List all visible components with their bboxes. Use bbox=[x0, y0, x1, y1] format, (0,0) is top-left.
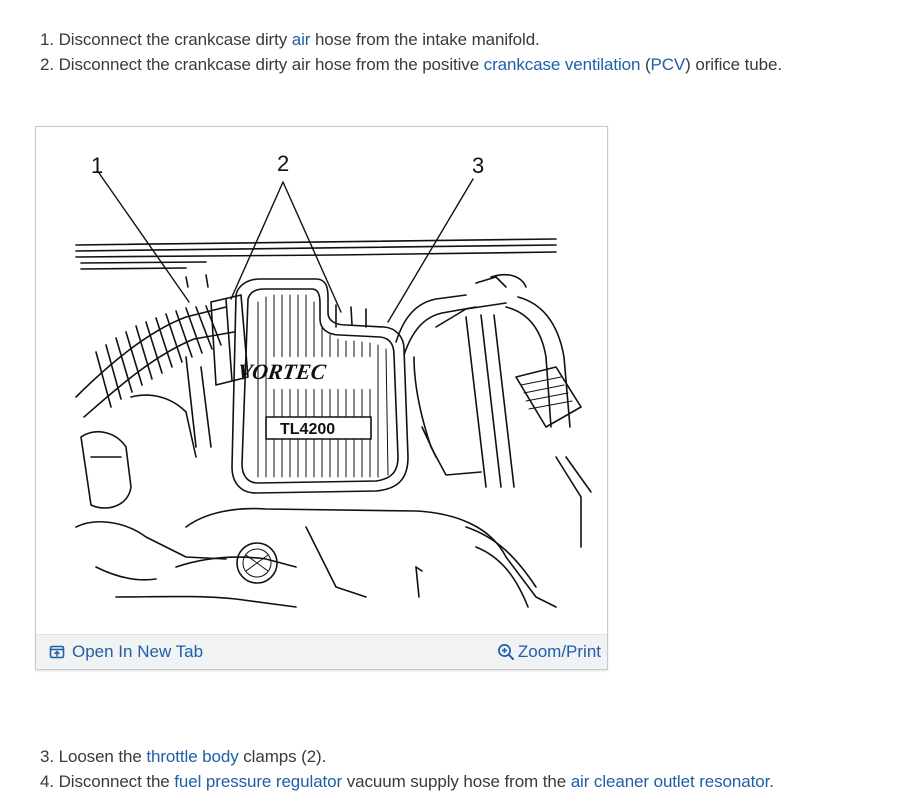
zoom-in-icon bbox=[497, 644, 514, 660]
step-2: 2. Disconnect the crankcase dirty air ho… bbox=[40, 54, 782, 76]
step-text: Disconnect the crankcase dirty bbox=[58, 30, 292, 49]
zoom-print-label: Zoom/Print bbox=[517, 642, 601, 661]
step-text: hose from the intake manifold. bbox=[310, 30, 540, 49]
open-in-new-tab-link[interactable]: Open In New Tab bbox=[49, 641, 203, 663]
step-text: Loosen the bbox=[58, 747, 147, 766]
step-4: 4. Disconnect the fuel pressure regulato… bbox=[40, 771, 774, 793]
callout-2: 2 bbox=[277, 151, 289, 176]
open-in-new-tab-icon bbox=[49, 645, 65, 659]
step-text: ) orifice tube. bbox=[685, 55, 782, 74]
figure-toolbar: Open In New Tab Zoom/Print bbox=[36, 634, 607, 669]
step-number: 2. bbox=[40, 55, 54, 74]
step-text: . bbox=[769, 772, 774, 791]
step-number: 1. bbox=[40, 30, 54, 49]
step-1: 1. Disconnect the crankcase dirty air ho… bbox=[40, 29, 540, 51]
step-number: 4. bbox=[40, 772, 54, 791]
step-text: Disconnect the crankcase dirty air hose … bbox=[58, 55, 484, 74]
glossary-link[interactable]: throttle body bbox=[146, 747, 239, 766]
callout-3: 3 bbox=[472, 153, 484, 178]
open-in-new-tab-label: Open In New Tab bbox=[72, 642, 204, 661]
engine-diagram: 1 2 3 VORTEC TL4200 bbox=[75, 151, 592, 608]
engine-cover-model: TL4200 bbox=[280, 421, 335, 438]
step-text: ( bbox=[640, 55, 651, 74]
glossary-link[interactable]: air cleaner outlet resonator bbox=[570, 772, 770, 791]
glossary-link[interactable]: fuel pressure regulator bbox=[174, 772, 343, 791]
step-text: Disconnect the bbox=[58, 772, 175, 791]
step-text: clamps (2). bbox=[238, 747, 327, 766]
glossary-link[interactable]: PCV bbox=[650, 55, 686, 74]
engine-cover-brand: VORTEC bbox=[236, 359, 328, 384]
zoom-print-link[interactable]: Zoom/Print bbox=[497, 641, 601, 663]
glossary-link[interactable]: air bbox=[291, 30, 311, 49]
glossary-link[interactable]: crankcase ventilation bbox=[483, 55, 641, 74]
step-3: 3. Loosen the throttle body clamps (2). bbox=[40, 746, 326, 768]
engine-figure: 1 2 3 VORTEC TL4200 Open In New Tab Zoom… bbox=[35, 126, 608, 670]
callout-1: 1 bbox=[91, 153, 103, 178]
step-text: vacuum supply hose from the bbox=[342, 772, 571, 791]
step-number: 3. bbox=[40, 747, 54, 766]
